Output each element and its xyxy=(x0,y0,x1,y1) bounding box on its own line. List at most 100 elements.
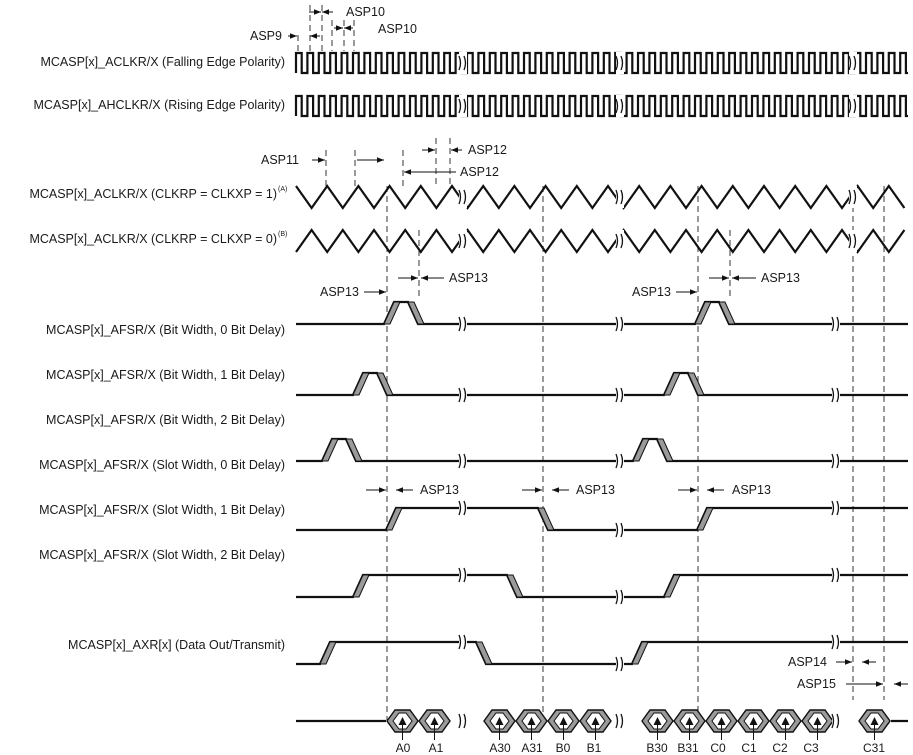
data-label-c31: C31 xyxy=(863,741,885,755)
waveform-axr-break-2-gap xyxy=(832,631,840,653)
data-label-c3: C3 xyxy=(803,741,819,755)
break-aclk-p0-2-gap xyxy=(849,230,857,252)
waveform-afsr-bit-2-break-1-gap xyxy=(616,450,624,472)
break-aclk-p1-2 xyxy=(848,189,857,205)
data-bus-break-1-gap xyxy=(616,710,624,732)
data-cell-7-pointer xyxy=(685,717,694,725)
timing-label-asp13-c: ASP13 xyxy=(632,285,671,299)
waveform-afsr-slot-2-break-0-gap xyxy=(459,564,467,586)
waveform-afsr-bit-0-shade-b-rise xyxy=(694,301,712,325)
signal-label-afsr-slot-0: MCASP[x]_AFSR/X (Slot Width, 0 Bit Delay… xyxy=(39,458,285,472)
waveform-afsr-bit-0-shade-b-fall xyxy=(718,301,736,325)
data-label-b0: B0 xyxy=(556,741,571,755)
timing-label-asp13-f: ASP13 xyxy=(576,483,615,497)
waveform-afsr-slot-2-shade-rise xyxy=(352,574,370,598)
waveform-afsr-slot-1-break-0-gap xyxy=(459,497,467,519)
waveform-afsr-bit-2-shade-b-fall xyxy=(656,438,674,462)
waveform-afsr-bit-2-break-2-gap xyxy=(832,450,840,472)
data-label-c0: C0 xyxy=(710,741,726,755)
break-aclk-p1-2-gap xyxy=(849,186,857,208)
data-cell-9-pointer xyxy=(749,717,758,725)
signal-label-ahclk-rising: MCASP[x]_AHCLKR/X (Rising Edge Polarity) xyxy=(34,98,285,112)
break-aclk-falling-0 xyxy=(458,55,467,71)
signal-label-afsr-slot-2: MCASP[x]_AFSR/X (Slot Width, 2 Bit Delay… xyxy=(39,548,285,562)
waveform-afsr-slot-2-break-2 xyxy=(831,567,840,583)
break-aclk-p0-0 xyxy=(458,233,467,249)
waveform-afsr-bit-1-break-1-gap xyxy=(616,384,624,406)
timing-label-asp15: ASP15 xyxy=(797,677,836,691)
break-aclk-falling-1-gap xyxy=(616,52,624,74)
waveform-afsr-slot-2-break-1 xyxy=(615,589,624,605)
waveform-afsr-bit-1-break-0-gap xyxy=(459,384,467,406)
signal-label-aclk-falling: MCASP[x]_ACLKR/X (Falling Edge Polarity) xyxy=(40,55,285,69)
waveform-afsr-bit-2-break-0-gap xyxy=(459,450,467,472)
data-label-b1: B1 xyxy=(587,741,602,755)
waveform-afsr-bit-0-break-1-gap xyxy=(616,313,624,335)
data-cell-2-pointer xyxy=(495,717,504,725)
break-ahclk-rising-1 xyxy=(615,98,624,114)
break-aclk-falling-2-gap xyxy=(849,52,857,74)
data-bus-break-2-gap xyxy=(832,710,840,732)
waveform-afsr-slot-2-shade-rise2 xyxy=(663,574,681,598)
break-aclk-p1-1-gap xyxy=(616,186,624,208)
waveform-afsr-bit-1-shade-a-fall xyxy=(376,372,394,396)
break-ahclk-rising-0-gap xyxy=(459,95,467,117)
waveform-afsr-slot-2 xyxy=(296,573,908,599)
waveform-aclk-clkrp-1 xyxy=(295,184,906,210)
data-cell-1-pointer xyxy=(430,717,439,725)
waveform-afsr-slot-1-break-1-gap xyxy=(616,519,624,541)
break-ahclk-rising-2 xyxy=(848,98,857,114)
data-cell-8-pointer xyxy=(717,717,726,725)
data-cell-11-pointer xyxy=(813,717,822,725)
signal-note-b: (B) xyxy=(278,231,287,238)
data-bus-break-0-gap xyxy=(459,710,467,732)
waveform-afsr-slot-1-break-2-gap xyxy=(832,497,840,519)
waveform-axr-break-0 xyxy=(458,634,467,650)
waveform-aclk-falling xyxy=(294,51,908,75)
data-label-c2: C2 xyxy=(772,741,788,755)
data-bus-break-0 xyxy=(458,713,467,729)
data-cell-6-pointer xyxy=(653,717,662,725)
waveform-axr-break-0-gap xyxy=(459,631,467,653)
waveform-afsr-slot-1-break-0 xyxy=(458,500,467,516)
waveform-afsr-bit-0-shade-a-fall xyxy=(407,301,425,325)
data-cell-0-pointer xyxy=(398,717,407,725)
timing-label-asp10-a: ASP10 xyxy=(346,5,385,19)
timing-label-asp9: ASP9 xyxy=(250,29,282,43)
waveform-afsr-bit-0-break-2-gap xyxy=(832,313,840,335)
waveform-axr-shade-rise xyxy=(319,641,337,665)
break-ahclk-rising-0 xyxy=(458,98,467,114)
waveform-afsr-bit-2-shade-a-rise xyxy=(321,438,339,462)
signal-label-aclk-clkrp-0: MCASP[x]_ACLKR/X (CLKRP = CLKXP = 0) xyxy=(29,232,277,246)
data-label-a31: A31 xyxy=(521,741,543,755)
signal-labels: MCASP[x]_ACLKR/X (Falling Edge Polarity)… xyxy=(29,55,287,652)
waveform-afsr-slot-1-break-1 xyxy=(615,522,624,538)
signal-label-afsr-bit-0: MCASP[x]_AFSR/X (Bit Width, 0 Bit Delay) xyxy=(46,323,285,337)
break-aclk-p0-0-gap xyxy=(459,230,467,252)
data-label-a0: A0 xyxy=(396,741,411,755)
data-cell-12-pointer xyxy=(870,717,879,725)
data-cell-10-pointer xyxy=(781,717,790,725)
reference-lines xyxy=(297,5,885,720)
data-label-a30: A30 xyxy=(489,741,511,755)
waveform-afsr-slot-2-shade-fall xyxy=(506,574,524,598)
signal-label-aclk-clkrp-1: MCASP[x]_ACLKR/X (CLKRP = CLKXP = 1) xyxy=(29,187,277,201)
waveform-afsr-bit-2-break-2 xyxy=(831,453,840,469)
break-aclk-falling-2 xyxy=(848,55,857,71)
waveform-axr-break-2 xyxy=(831,634,840,650)
signal-waveforms xyxy=(294,51,908,740)
timing-label-asp13-a: ASP13 xyxy=(320,285,359,299)
data-bus-break-2 xyxy=(831,713,840,729)
waveform-afsr-bit-2 xyxy=(296,437,908,463)
break-aclk-p1-0 xyxy=(458,189,467,205)
break-aclk-p1-0-gap xyxy=(459,186,467,208)
signal-label-afsr-bit-1: MCASP[x]_AFSR/X (Bit Width, 1 Bit Delay) xyxy=(46,368,285,382)
data-cell-5-pointer xyxy=(591,717,600,725)
waveform-afsr-bit-1-break-0 xyxy=(458,387,467,403)
timing-label-asp13-b: ASP13 xyxy=(449,271,488,285)
waveform-afsr-slot-1-shade-rise xyxy=(385,507,403,531)
data-slot-labels: A0 A1 A30 A31 B0 B1 B30 B31 C0 C1 C2 C3 … xyxy=(396,741,886,755)
waveform-afsr-bit-0-break-0 xyxy=(458,316,467,332)
waveform-afsr-bit-1-shade-a-rise xyxy=(352,372,370,396)
